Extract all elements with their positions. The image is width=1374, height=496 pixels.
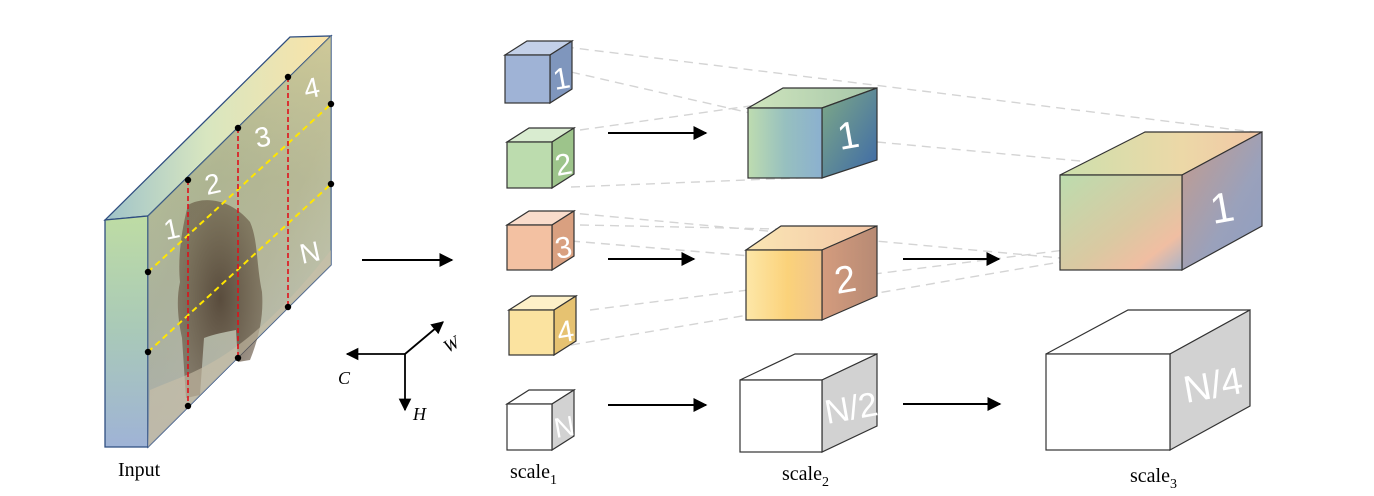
scale2-cube-2 — [744, 225, 878, 321]
scale3-cube-label: N/4 — [1180, 360, 1246, 412]
scale1-cube-label: 4 — [554, 314, 576, 349]
grid-dot — [284, 73, 292, 81]
scale3-label: scale3 — [1130, 465, 1177, 492]
axes-indicator — [345, 321, 444, 412]
scale1-column — [502, 39, 579, 452]
grid-dot — [144, 348, 152, 356]
axis-h-label: H — [412, 404, 427, 424]
grid-dot — [327, 180, 335, 188]
axis-c-label: C — [338, 368, 351, 388]
scale1-subscript: 1 — [550, 473, 557, 488]
grid-dot — [184, 402, 192, 410]
scale1-cube-n — [504, 388, 577, 452]
scale2-cube-1 — [745, 87, 878, 179]
scale1-cube-label: 1 — [550, 61, 572, 96]
scale3-label-text: scale — [1130, 465, 1170, 487]
scale1-cube-2 — [504, 126, 577, 190]
arrows-scale1-to-scale2 — [608, 126, 708, 412]
guide-line — [589, 224, 1263, 311]
input-panel-side — [104, 215, 149, 448]
scale1-cube-label: 2 — [552, 147, 574, 182]
input-patch-label: 1 — [161, 212, 183, 246]
scale2-label-text: scale — [782, 463, 822, 485]
scale1-cube-1 — [502, 39, 575, 105]
input-label: Input — [118, 459, 161, 481]
input-patch-label: 2 — [202, 167, 224, 201]
guide-line — [570, 240, 823, 263]
scale2-subscript: 2 — [822, 475, 829, 490]
arrows-scale2-to-scale3 — [903, 252, 1002, 411]
ground-texture — [148, 250, 331, 447]
scale2-label: scale2 — [782, 463, 829, 490]
guide-line — [570, 176, 823, 188]
scale1-cube-3 — [504, 209, 577, 272]
scale2-cube-label: N/2 — [822, 385, 881, 432]
grid-dot — [284, 303, 292, 311]
scale1-cube-label: 3 — [552, 230, 574, 265]
scale3-subscript: 3 — [1170, 477, 1177, 492]
grid-dot — [184, 176, 192, 184]
scale2-column — [739, 87, 878, 453]
scale3-cube-n4 — [1045, 308, 1251, 452]
scale2-cube-n2 — [739, 353, 878, 453]
axis-w-arrow — [404, 321, 444, 355]
scale3-cube-1 — [1059, 130, 1263, 272]
axis-w-label: W — [440, 331, 465, 357]
scale1-label-text: scale — [510, 461, 550, 483]
grid-dot — [144, 268, 152, 276]
scale3-column — [1045, 130, 1263, 452]
yellow-dash-line — [147, 103, 332, 273]
input-patch-label: 4 — [301, 71, 323, 105]
input-patch-label: 3 — [252, 120, 274, 154]
grid-dot — [234, 354, 242, 362]
grid-dot — [234, 124, 242, 132]
guide-line — [579, 87, 878, 131]
scale1-label: scale1 — [510, 461, 557, 488]
input-panel: 1 2 3 4 N Input — [103, 34, 335, 481]
grid-dot — [327, 100, 335, 108]
scale1-cube-4 — [506, 294, 579, 357]
yellow-dash-line — [147, 183, 332, 353]
grid-dots — [144, 73, 335, 410]
